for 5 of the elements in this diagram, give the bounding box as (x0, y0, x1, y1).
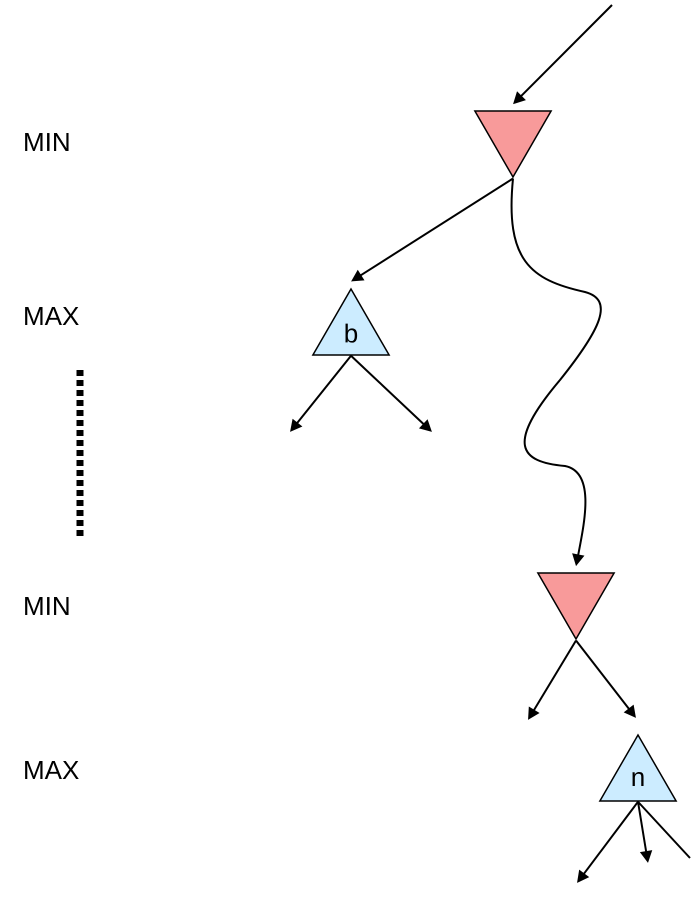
level-label: MAX (25, 761, 79, 779)
level-label: MIN (25, 133, 69, 151)
level-label: MAX (25, 307, 79, 325)
line (637, 801, 691, 859)
level-label: MIN (25, 597, 69, 615)
